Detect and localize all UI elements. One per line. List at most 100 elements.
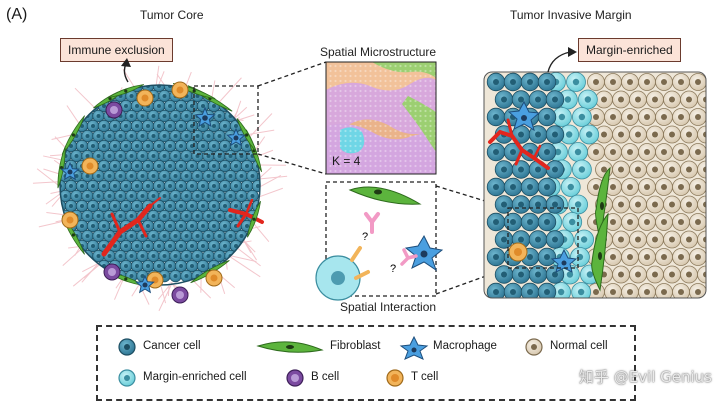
cancer-cell [196, 159, 210, 173]
normal-cell [680, 90, 698, 109]
cancer-cell [125, 249, 138, 263]
normal-cell [629, 230, 647, 249]
normal-cell [612, 265, 630, 284]
cancer-cell [125, 109, 138, 123]
normal-cell [638, 213, 656, 231]
cancer-cell [180, 129, 193, 143]
normal-cell [621, 73, 639, 91]
normal-cell [672, 108, 690, 126]
fiber-strand [256, 175, 288, 180]
b-cell [103, 263, 121, 281]
cancer-cell [202, 189, 215, 203]
cancer-cell [174, 139, 188, 153]
cancer-cell [152, 139, 166, 153]
core-blood-vessels [101, 197, 264, 257]
cancer-cell [163, 119, 177, 133]
cancer-cell [191, 169, 204, 183]
cancer-cell [191, 229, 204, 243]
normal-cell [646, 160, 664, 179]
margin-callout-arrow [547, 51, 571, 73]
cancer-cell [218, 199, 232, 213]
cancer-cell [229, 179, 243, 193]
cancer-cell [494, 195, 514, 214]
normal-cell [689, 178, 706, 196]
cancer-cell [180, 269, 193, 283]
cancer-cell [119, 159, 133, 173]
normal-cell [672, 248, 690, 266]
cancer-cell [257, 169, 260, 183]
macrophage [226, 127, 246, 147]
normal-cell [655, 143, 673, 161]
core-callout-arrowhead [121, 58, 131, 67]
invasive-margin-frame [483, 71, 707, 299]
cancer-cell [180, 229, 193, 243]
normal-cell [663, 195, 681, 214]
cancer-cell [202, 129, 215, 143]
cancer-cell [218, 239, 232, 253]
cancer-cell [196, 199, 210, 213]
cancer-cell [251, 179, 260, 193]
cancer-cell [213, 189, 226, 203]
legend-label-cancer-cell: Cancer cell [143, 340, 201, 352]
normal-cell [621, 248, 639, 266]
margin-enriched-cell [572, 107, 592, 127]
cancer-cell [537, 212, 557, 232]
cancer-cell [152, 239, 166, 253]
cancer-cell [494, 230, 514, 249]
cancer-cell [108, 119, 122, 133]
question-mark-1: ? [362, 231, 368, 243]
normal-cell [629, 195, 647, 214]
cancer-cell [503, 177, 523, 197]
normal-cell [587, 143, 605, 161]
cancer-cell [224, 169, 237, 183]
normal-cell [587, 73, 605, 91]
cancer-cell [511, 265, 531, 284]
fiber-strand [157, 283, 172, 300]
normal-cell [604, 73, 622, 91]
cancer-cell [520, 282, 540, 298]
cancer-cell [81, 189, 94, 203]
normal-cell [629, 265, 647, 284]
fiber-strand [217, 77, 242, 105]
core-zoom-box [193, 85, 259, 155]
margin-blood-vessel [488, 118, 550, 170]
cancer-cell [114, 169, 127, 183]
cancer-cell [224, 229, 237, 243]
normal-cell [638, 73, 656, 91]
fiber-strand [253, 136, 266, 152]
margin-enriched-cell [566, 72, 586, 92]
panel-label: (A) [6, 6, 28, 23]
normal-cell [638, 108, 656, 126]
cancer-cell [528, 90, 548, 109]
cancer-cell [545, 90, 565, 109]
margin-callout-arrowhead [568, 47, 577, 57]
normal-cell [646, 265, 664, 284]
cancer-cell [158, 149, 171, 163]
normal-cell [680, 195, 698, 214]
normal-cell [612, 230, 630, 249]
cancer-cell [174, 159, 188, 173]
margin-enriched-callout: Margin-enriched [578, 38, 681, 62]
cancer-cell [108, 159, 122, 173]
cancer-cell [486, 247, 506, 267]
normal-cell [612, 125, 630, 144]
normal-cell [638, 248, 656, 266]
cancer-cell [169, 149, 182, 163]
cancer-cell [136, 169, 149, 183]
microstructure-frame [325, 61, 437, 175]
cancer-cell [169, 209, 182, 223]
cancer-cell [174, 239, 188, 253]
cancer-cell [169, 169, 182, 183]
normal-cell [612, 160, 630, 179]
cancer-cell [180, 169, 193, 183]
spatial-interaction-title: Spatial Interaction [340, 300, 437, 314]
fiber-strand [62, 247, 84, 266]
cancer-cell [545, 125, 565, 144]
cancer-cell [503, 72, 523, 92]
cancer-cell [174, 219, 188, 233]
interaction-macrophage [404, 234, 444, 272]
fiber-strand [72, 261, 104, 287]
legend-icons [118, 335, 543, 387]
normal-cell [621, 108, 639, 126]
cancer-cell [86, 239, 100, 253]
